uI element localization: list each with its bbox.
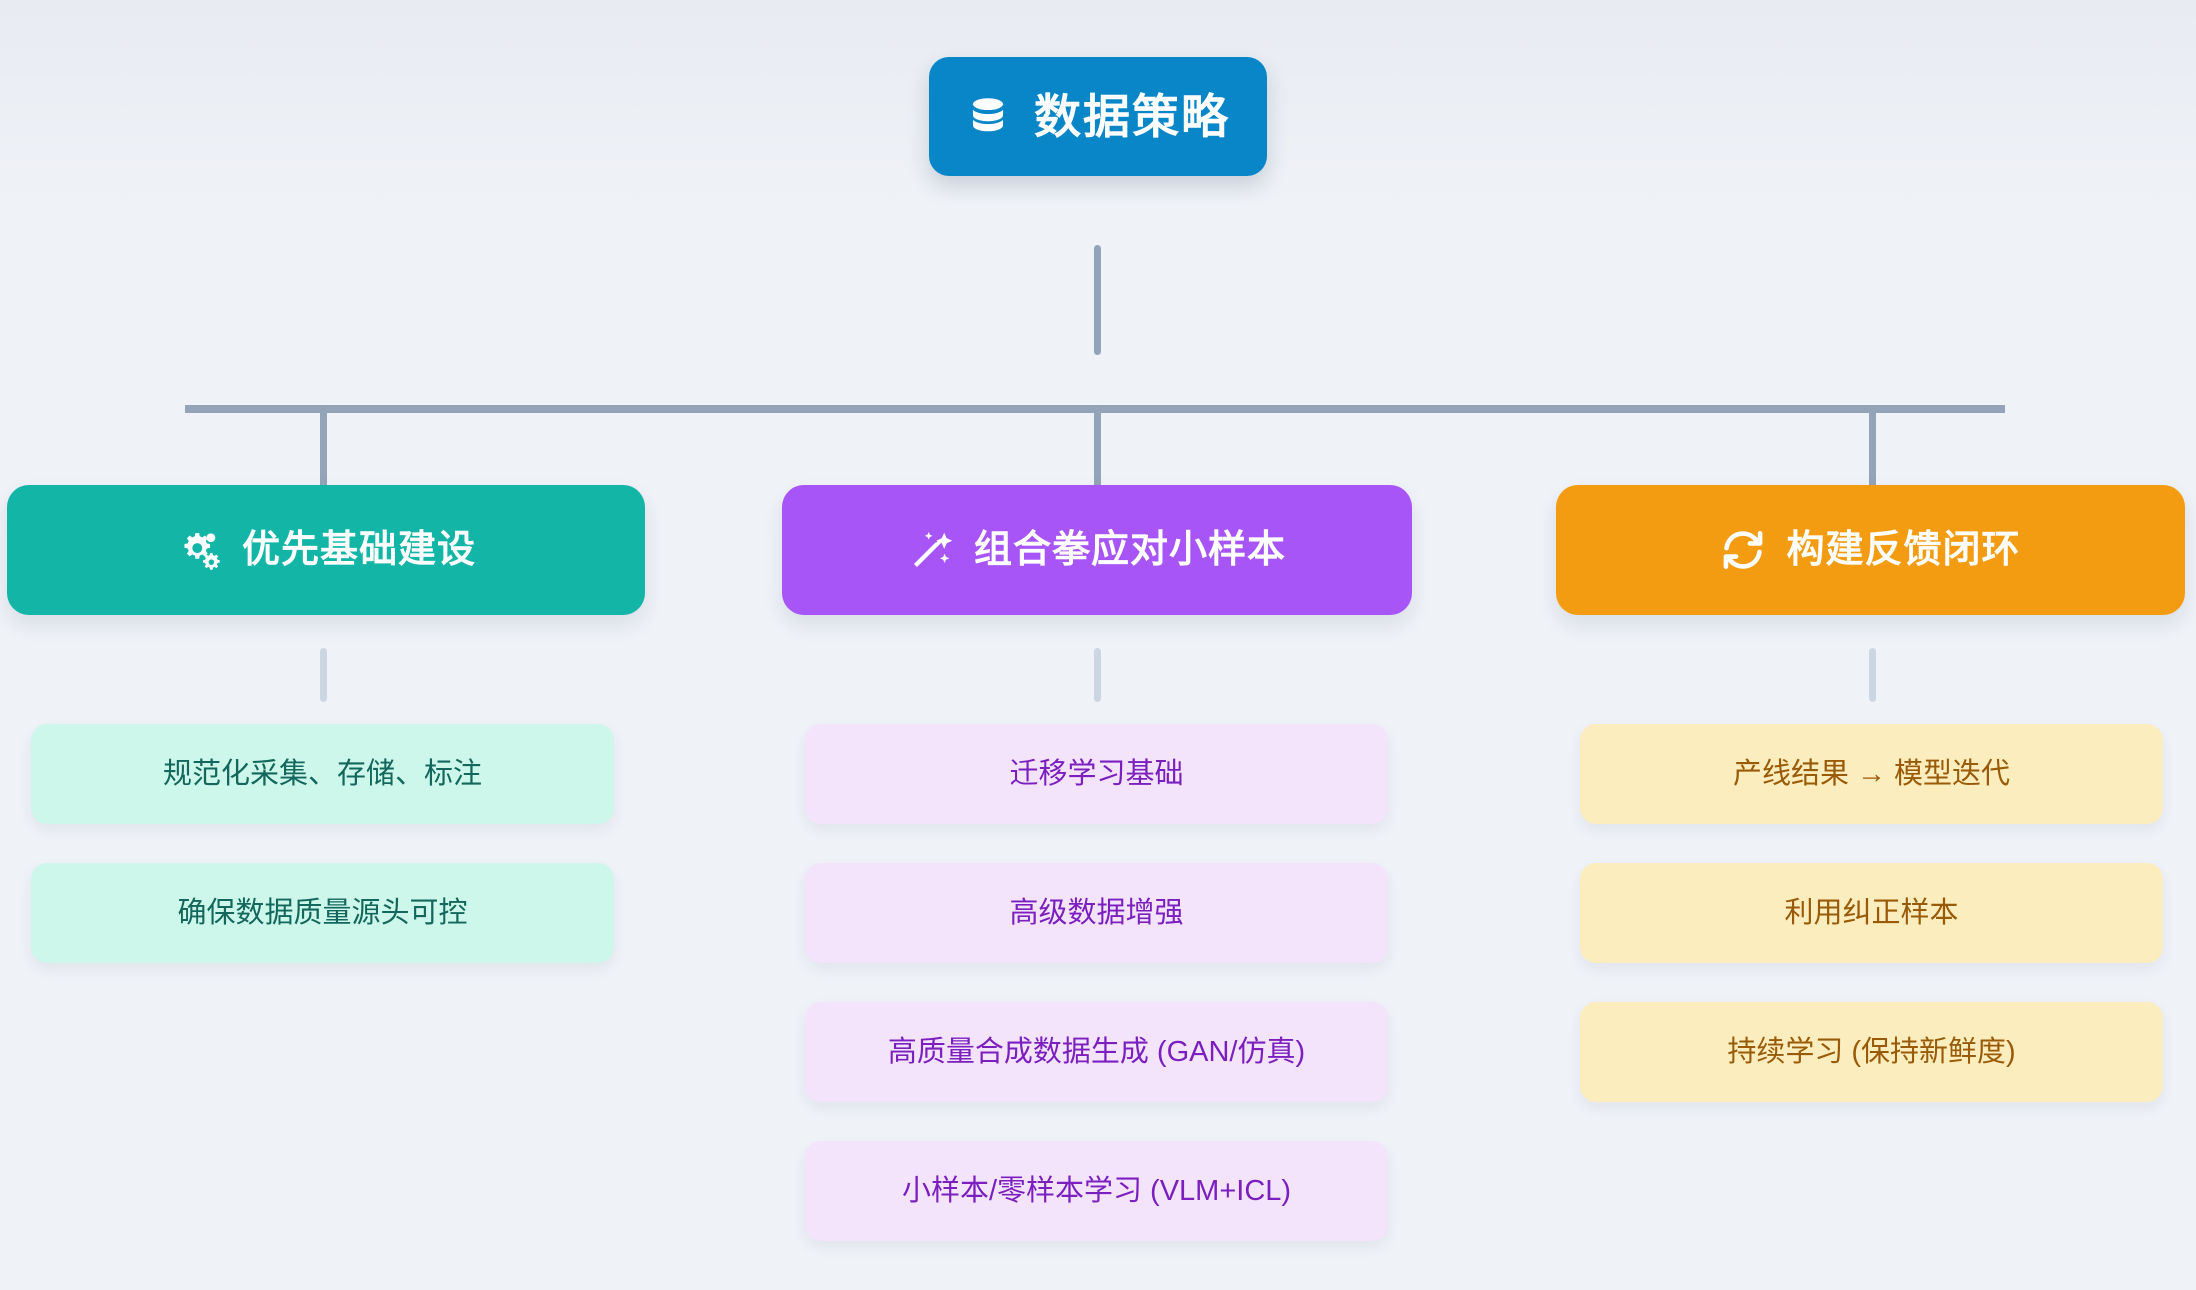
leaf-card[interactable]: 高质量合成数据生成 (GAN/仿真) [805, 1002, 1388, 1102]
leaf-card[interactable]: 确保数据质量源头可控 [31, 863, 614, 963]
branch-node-few-shot-combo[interactable]: 组合拳应对小样本 [782, 485, 1412, 615]
root-node-data-strategy[interactable]: 数据策略 [929, 57, 1267, 176]
leaf-card[interactable]: 迁移学习基础 [805, 724, 1388, 824]
connector-root-to-bus [1094, 245, 1101, 355]
leaf-card[interactable]: 规范化采集、存储、标注 [31, 724, 614, 824]
leaf-card[interactable]: 小样本/零样本学习 (VLM+ICL) [805, 1141, 1388, 1241]
sync-refresh-icon [1720, 527, 1766, 573]
root-node-label: 数据策略 [1034, 90, 1230, 143]
connector-bus-to-branch-1 [320, 405, 327, 495]
branch-node-foundation[interactable]: 优先基础建设 [7, 485, 645, 615]
leaf-column-foundation: 规范化采集、存储、标注 确保数据质量源头可控 [31, 724, 614, 963]
gears-icon [176, 527, 222, 573]
leaf-column-feedback: 产线结果 → 模型迭代 利用纠正样本 持续学习 (保持新鲜度) [1580, 724, 2163, 1102]
branch-3-label: 构建反馈闭环 [1786, 529, 2021, 571]
connector-branch-3-to-leaves [1869, 648, 1876, 702]
branch-2-label: 组合拳应对小样本 [973, 529, 1286, 571]
connector-bus-to-branch-3 [1869, 405, 1876, 495]
leaf-card[interactable]: 持续学习 (保持新鲜度) [1580, 1002, 2163, 1102]
leaf-column-few-shot: 迁移学习基础 高级数据增强 高质量合成数据生成 (GAN/仿真) 小样本/零样本… [805, 724, 1388, 1241]
magic-wand-icon [908, 527, 954, 573]
connector-branch-1-to-leaves [320, 648, 327, 702]
leaf-card[interactable]: 利用纠正样本 [1580, 863, 2163, 963]
connector-branch-2-to-leaves [1094, 648, 1101, 702]
database-icon [966, 94, 1010, 140]
leaf-card[interactable]: 高级数据增强 [805, 863, 1388, 963]
connector-bus-to-branch-2 [1094, 405, 1101, 495]
branch-1-label: 优先基础建设 [241, 529, 476, 571]
leaf-card[interactable]: 产线结果 → 模型迭代 [1580, 724, 2163, 824]
branch-node-feedback-loop[interactable]: 构建反馈闭环 [1556, 485, 2185, 615]
